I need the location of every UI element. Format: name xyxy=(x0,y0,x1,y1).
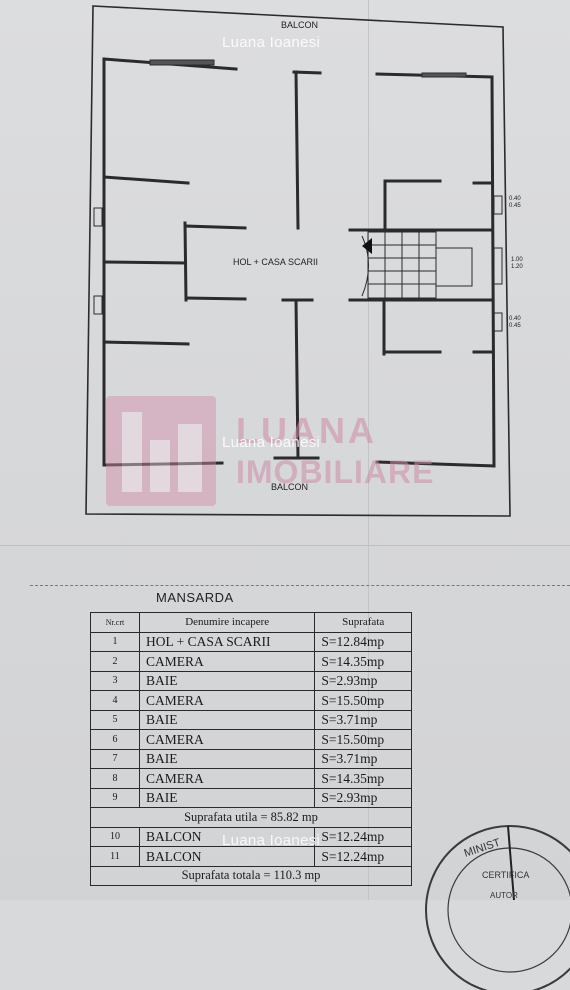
logo-watermark xyxy=(106,396,216,506)
cell-name: BAIE xyxy=(138,670,316,691)
useful-area: Suprafata utila = 85.82 mp xyxy=(90,807,412,828)
staircase xyxy=(361,231,473,299)
cell-name: BAIE xyxy=(138,787,316,808)
cell-nr: 7 xyxy=(90,748,140,769)
cell-nr: 6 xyxy=(90,729,140,750)
cell-nr: 9 xyxy=(90,787,140,808)
official-stamp: MINIST CERTIFICA AUTOR xyxy=(425,825,570,990)
wall xyxy=(184,296,247,301)
windows xyxy=(93,59,503,332)
watermark-name: Luana Ioanesi xyxy=(222,34,321,51)
wall xyxy=(183,221,188,302)
wall xyxy=(294,298,300,460)
stamp-text: CERTIFICA xyxy=(482,870,529,880)
cell-nr: 1 xyxy=(90,631,140,652)
wall xyxy=(184,224,247,230)
cell-name: BAIE xyxy=(138,709,316,730)
window-dimension: 0.40 0.45 xyxy=(509,316,521,329)
cell-area: S=2.93mp xyxy=(314,670,412,691)
paper-fold xyxy=(0,545,570,546)
window-dimension: 0.40 0.45 xyxy=(509,196,521,209)
stair-arrow xyxy=(362,238,372,254)
stamp-text: MINIST xyxy=(463,837,502,860)
section-divider xyxy=(30,585,570,586)
cell-nr: 2 xyxy=(90,651,140,672)
logo-text-luana: LUANA xyxy=(236,410,377,451)
wall xyxy=(375,460,496,468)
cell-area: S=15.50mp xyxy=(314,729,412,750)
cell-area: S=12.24mp xyxy=(314,826,412,847)
cell-area: S=14.35mp xyxy=(314,651,412,672)
wall xyxy=(102,175,190,185)
header-name: Denumire incapere xyxy=(138,612,316,633)
cell-name: BALCON xyxy=(138,846,316,867)
useful-area-row: Suprafata utila = 85.82 mp xyxy=(90,807,412,828)
wall xyxy=(490,75,496,468)
cell-area: S=12.24mp xyxy=(314,846,412,867)
table-title: MANSARDA xyxy=(156,590,234,605)
cell-nr: 8 xyxy=(90,768,140,789)
cell-area: S=12.84mp xyxy=(314,631,412,652)
logo-text-imobiliare: IMOBILIARE xyxy=(236,454,435,490)
cell-name: HOL + CASA SCARII xyxy=(138,631,316,652)
total-area-row: Suprafata totala = 110.3 mp xyxy=(90,865,412,886)
cell-area: S=3.71mp xyxy=(314,709,412,730)
paper-crease xyxy=(368,0,369,900)
floor-plan xyxy=(85,5,511,517)
cell-nr: 10 xyxy=(90,826,140,847)
watermark-name: Luana Ioanesi xyxy=(222,832,321,849)
wall xyxy=(102,461,224,467)
cell-name: CAMERA xyxy=(138,690,316,711)
cell-nr: 4 xyxy=(90,690,140,711)
wall xyxy=(294,70,300,230)
cell-area: S=15.50mp xyxy=(314,690,412,711)
stamp-text: AUTOR xyxy=(490,891,518,900)
outer-frame xyxy=(85,5,511,517)
cell-name: CAMERA xyxy=(138,729,316,750)
cell-area: S=14.35mp xyxy=(314,768,412,789)
cell-nr: 3 xyxy=(90,670,140,691)
balcony-bottom-label: BALCON xyxy=(271,482,309,492)
watermark-name: Luana Ioanesi xyxy=(222,434,321,451)
cell-area: S=2.93mp xyxy=(314,787,412,808)
wall xyxy=(102,260,186,265)
header-nr: Nr.crt xyxy=(90,612,140,633)
wall xyxy=(292,70,322,75)
balcony-top-label: BALCON xyxy=(281,20,319,30)
window-dimension: 1.00 1.20 xyxy=(511,257,523,270)
cell-name: CAMERA xyxy=(138,768,316,789)
cell-name: BALCON xyxy=(138,826,316,847)
cell-area: S=3.71mp xyxy=(314,748,412,769)
cell-nr: 5 xyxy=(90,709,140,730)
cell-name: BAIE xyxy=(138,748,316,769)
cell-nr: 11 xyxy=(90,846,140,867)
hall-label: HOL + CASA SCARII xyxy=(233,257,318,267)
total-area: Suprafata totala = 110.3 mp xyxy=(90,865,412,886)
wall xyxy=(102,340,190,346)
cell-name: CAMERA xyxy=(138,651,316,672)
header-area: Suprafata xyxy=(314,612,412,633)
table-header-row: Nr.crt Denumire incapere Suprafata xyxy=(90,612,412,633)
